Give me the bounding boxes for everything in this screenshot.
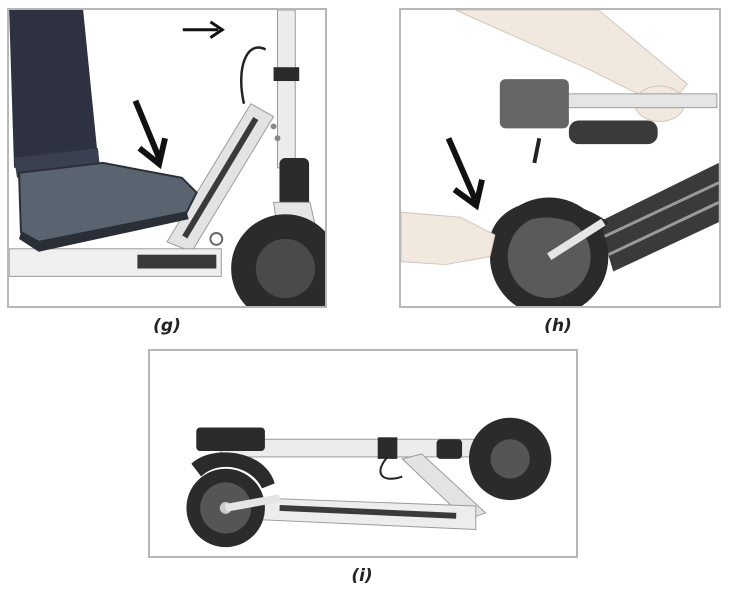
deck-grip — [279, 504, 457, 519]
front-hub — [490, 439, 530, 479]
scooter-fold-step-h-illustration — [401, 10, 719, 306]
direction-arrow-down-icon — [132, 99, 168, 170]
stem-clamp — [377, 437, 398, 459]
photo-panel-i — [148, 349, 578, 558]
caption-g: (g) — [153, 316, 181, 336]
brake-cable — [379, 456, 403, 480]
leg-jeans — [9, 10, 98, 168]
rear-fork — [547, 218, 606, 260]
brake-cable — [240, 46, 267, 105]
direction-arrow-down-icon — [445, 137, 485, 211]
handlebar-grip — [568, 120, 658, 145]
steering-stem — [277, 10, 296, 169]
handlebar-tube — [558, 93, 718, 109]
caption-h: (h) — [544, 316, 572, 336]
direction-arrow-right-icon — [182, 20, 225, 39]
front-suspension-spring — [279, 158, 310, 208]
hand-lower — [401, 211, 496, 266]
shoe — [17, 161, 198, 243]
deck-grip — [598, 162, 719, 272]
stem-clamp — [273, 67, 300, 82]
front-suspension-spring — [436, 439, 463, 459]
caption-i: (i) — [351, 566, 373, 586]
photo-panel-g — [7, 8, 327, 308]
rear-fender — [489, 201, 609, 247]
scooter-folded-illustration — [186, 417, 552, 548]
folding-arm — [401, 453, 487, 521]
front-hub — [255, 238, 315, 299]
photo-panel-h — [399, 8, 721, 308]
rear-fender — [191, 452, 275, 489]
scooter-fold-step-g-illustration — [9, 10, 325, 306]
handlebar-display — [499, 79, 569, 129]
shoe-sole — [19, 212, 189, 252]
folding-latch — [209, 232, 224, 246]
folding-arm-grip — [182, 117, 259, 239]
handlebar-grip — [196, 427, 265, 452]
deck-grip — [137, 254, 217, 269]
rear-fork — [224, 494, 281, 512]
